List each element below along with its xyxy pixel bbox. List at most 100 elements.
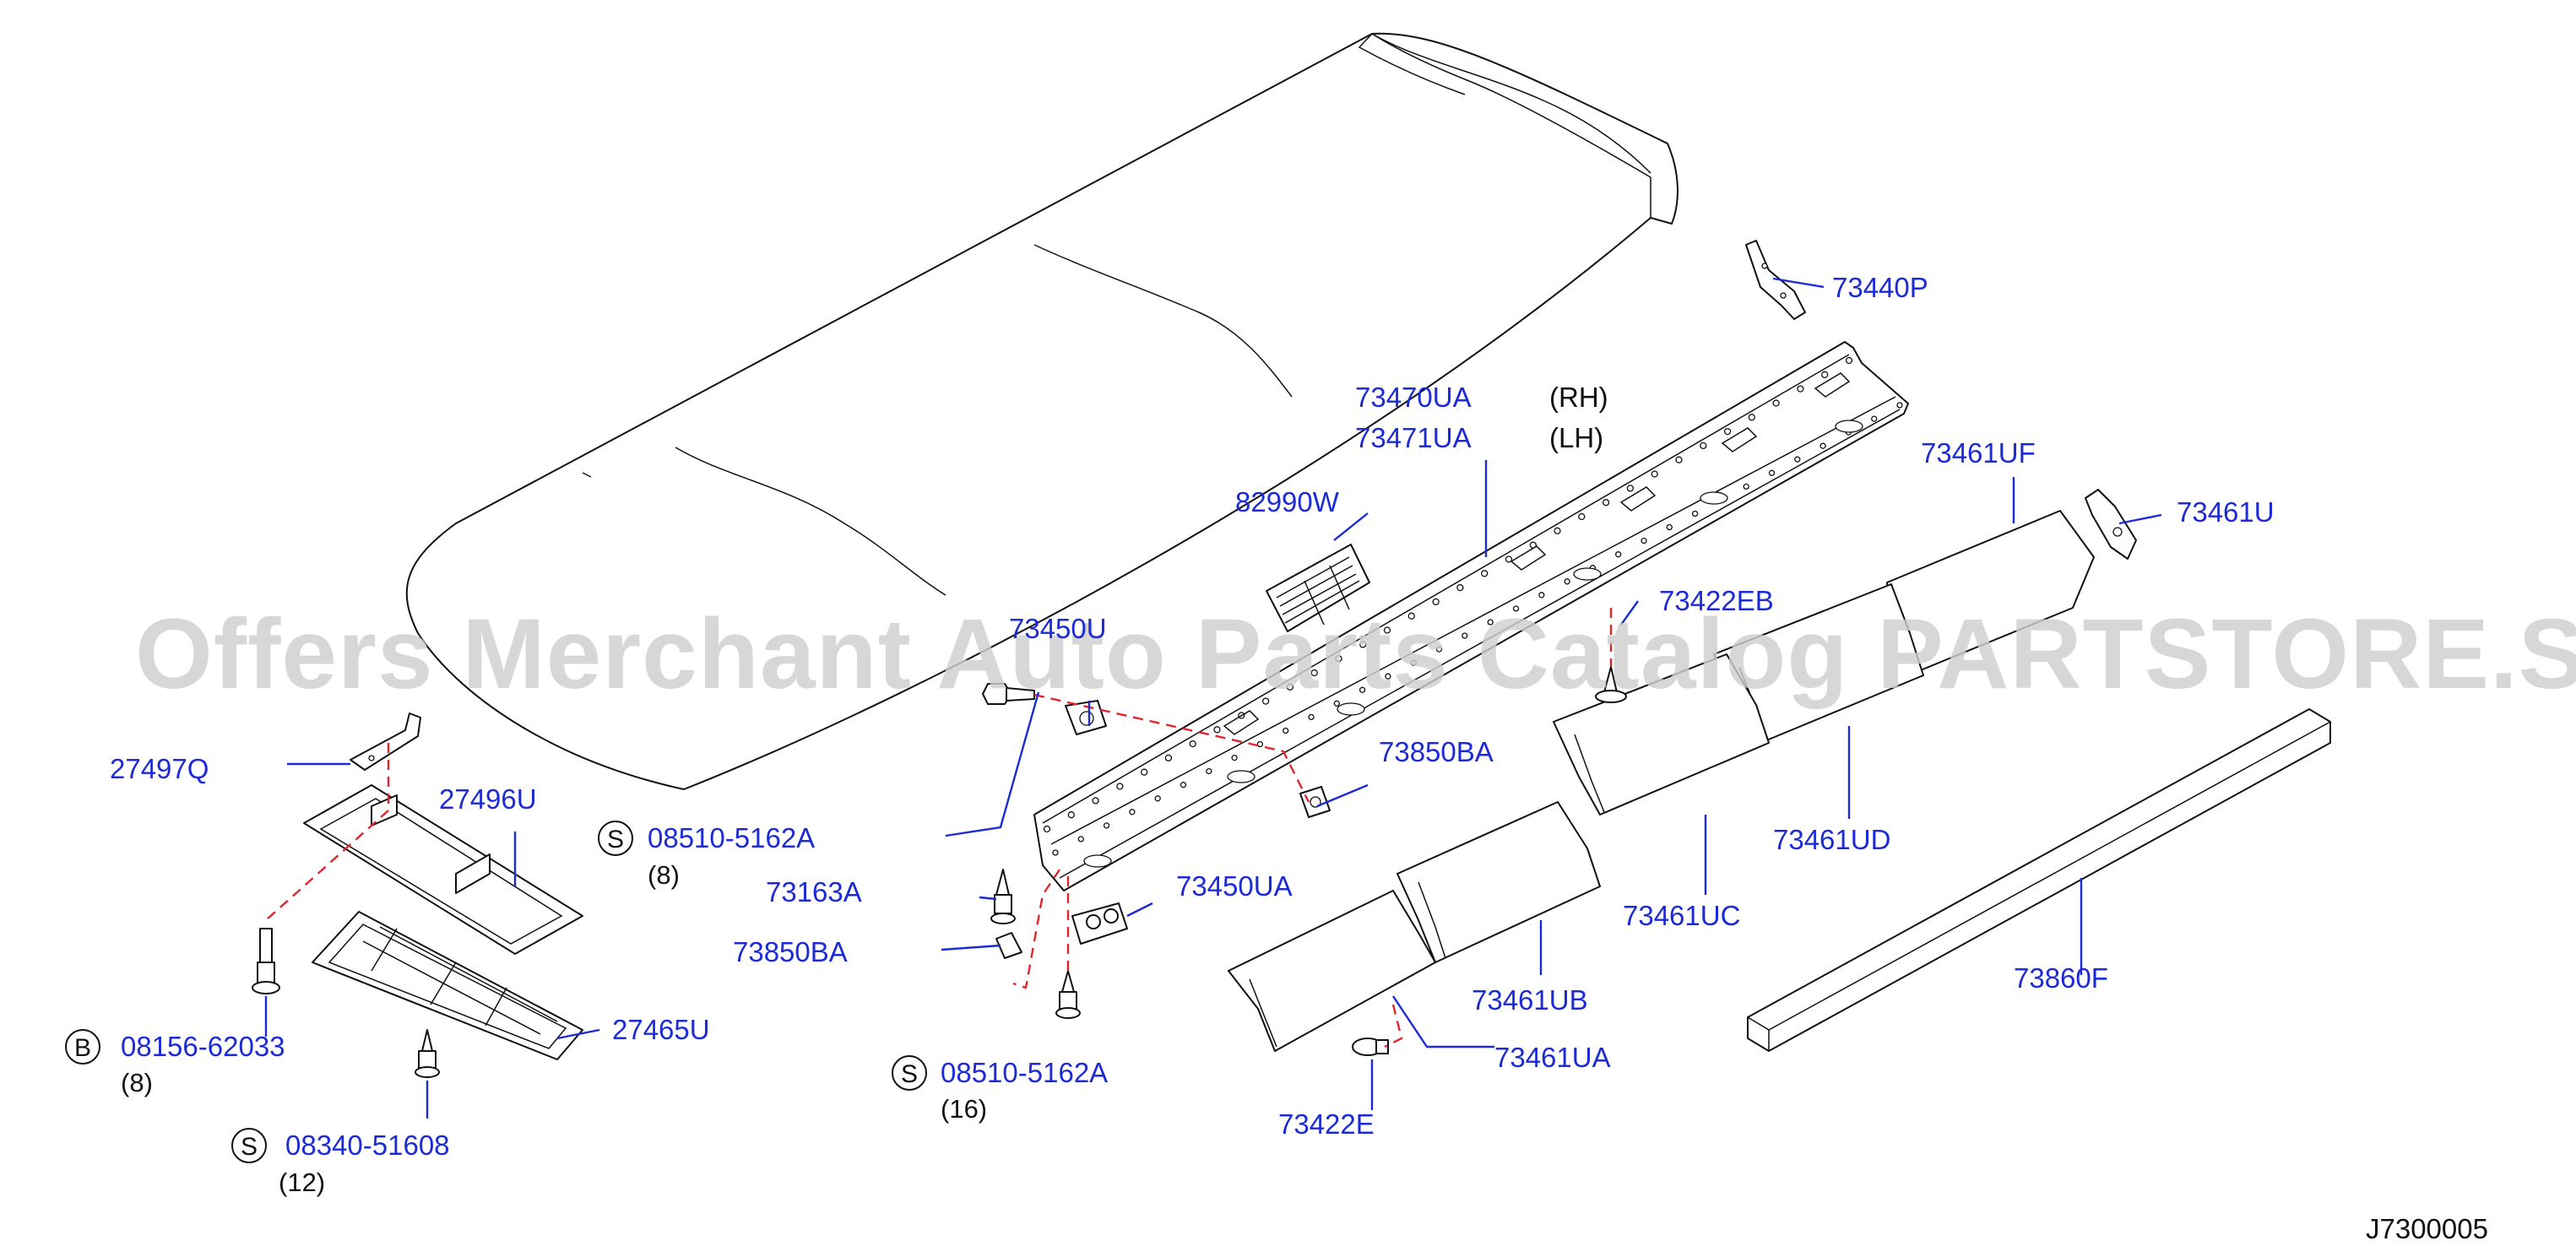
rail-rivet-hole: [1213, 726, 1221, 734]
bracket-27497Q: [350, 712, 421, 771]
rail-rivet-hole: [1794, 456, 1801, 463]
rail-rivet-hole: [1256, 740, 1264, 748]
rail-rivet-hole: [1154, 795, 1161, 802]
label-08510-5162A-lower[interactable]: 08510-5162A: [941, 1057, 1108, 1088]
label-73470UA[interactable]: 73470UA: [1355, 382, 1472, 413]
rail-rivet-hole: [1383, 626, 1391, 634]
screw-08510-lower: [1055, 970, 1081, 1019]
rail-rivet-hole: [1310, 669, 1318, 677]
rail-rivet-hole: [1180, 782, 1187, 788]
rail-rivet-hole: [1206, 767, 1212, 775]
label-73422E[interactable]: 73422E: [1278, 1108, 1375, 1140]
label-27465U[interactable]: 27465U: [612, 1014, 710, 1045]
fastener-s2: S 08510-5162A (16): [892, 1055, 1108, 1124]
nut-73850BA-lower: [995, 932, 1022, 959]
bracket-73461U: [2085, 489, 2137, 560]
rail-rivet-hole: [1283, 727, 1289, 734]
label-73471UA[interactable]: 73471UA: [1355, 422, 1472, 453]
rail-rivet-hole: [1335, 655, 1342, 663]
qty-08156: (8): [121, 1068, 153, 1097]
rail-rivet-hole: [1512, 605, 1520, 612]
rail-rivet-hole: [1481, 570, 1489, 577]
label-73860F[interactable]: 73860F: [2014, 962, 2108, 994]
rail-rivet-hole: [1487, 619, 1494, 626]
rail-rivet-hole: [1651, 470, 1658, 478]
rail-rivet-hole: [1748, 414, 1755, 421]
label-08510-5162A-upper[interactable]: 08510-5162A: [648, 822, 815, 853]
rail-rivet-hole: [1308, 713, 1315, 721]
label-08340-51608[interactable]: 08340-51608: [285, 1130, 450, 1161]
symbol-circle: [65, 1029, 100, 1065]
rail-rivet-hole: [1407, 612, 1415, 620]
rail-rivet-hole: [1691, 510, 1699, 517]
rail-rivet-hole: [1871, 415, 1878, 422]
rail-rivet-hole: [1189, 740, 1196, 748]
label-73440P[interactable]: 73440P: [1832, 272, 1928, 303]
symbol-circle: [598, 821, 633, 856]
label-82990W[interactable]: 82990W: [1235, 486, 1340, 517]
grommet-73422E: [1352, 1038, 1389, 1056]
clip-73450UA: [1071, 902, 1128, 945]
rail-rivet-hole: [1410, 659, 1417, 666]
rail-rivet-hole: [1554, 527, 1561, 534]
label-73461UF[interactable]: 73461UF: [1921, 437, 2036, 469]
rail-rivet-hole: [1385, 673, 1391, 680]
rail-rivet-hole: [1129, 809, 1136, 815]
label-08156-62033[interactable]: 08156-62033: [121, 1031, 285, 1062]
rail-rivet-hole: [1052, 849, 1059, 856]
label-73461UD[interactable]: 73461UD: [1773, 824, 1890, 855]
symbol-letter: S: [607, 826, 624, 853]
fastener-s1: S 08510-5162A (8): [598, 821, 815, 890]
finisher-73461UC: [1553, 653, 1770, 815]
label-lh: (LH): [1549, 422, 1603, 453]
rail-rivet-hole: [1456, 583, 1464, 592]
rail-rivet-hole: [1845, 356, 1853, 365]
rail-rivet-hole: [1092, 797, 1099, 805]
rail-rivet-hole: [1896, 402, 1903, 409]
clip-73450U: [982, 683, 1107, 735]
diagram-code: J7300005: [2366, 1213, 2488, 1244]
watermark-text: Offers Merchant Auto Parts Catalog PARTS…: [135, 599, 2576, 710]
label-73461UB[interactable]: 73461UB: [1472, 984, 1588, 1016]
leader-lines: [264, 277, 2162, 1119]
roof-side-rail: [1033, 341, 1909, 891]
grille-27465U: [312, 911, 583, 1060]
screw-73163A: [990, 869, 1016, 924]
screw-08340: [415, 1029, 440, 1078]
symbol-circle: [892, 1055, 927, 1091]
rail-rivet-hole: [1231, 754, 1238, 761]
qty-08340: (12): [279, 1168, 325, 1197]
rail-rivet-hole: [1505, 555, 1513, 563]
label-73163A[interactable]: 73163A: [766, 876, 862, 908]
label-73422EB[interactable]: 73422EB: [1659, 585, 1774, 616]
rail-rivet-hole: [1435, 646, 1443, 653]
rail-rivet-hole: [1615, 551, 1622, 558]
qty-08510-upper: (8): [648, 860, 680, 890]
roof-panel: [405, 32, 1678, 790]
rail-rivet-hole: [1432, 598, 1440, 606]
rail-rivet-hole: [1675, 456, 1683, 463]
label-73450UA[interactable]: 73450UA: [1176, 870, 1293, 902]
rail-rivet-hole: [1700, 442, 1707, 450]
rail-rivet-hole: [1797, 385, 1804, 393]
symbol-letter: S: [901, 1060, 918, 1088]
label-73450U[interactable]: 73450U: [1009, 613, 1107, 644]
label-27497Q[interactable]: 27497Q: [110, 753, 209, 784]
rail-rivet-hole: [1819, 442, 1826, 449]
qty-08510-lower: (16): [941, 1094, 987, 1124]
callout-labels: 73440P 73470UA (RH) 73471UA (LH) 73461UF…: [110, 272, 2275, 1140]
rail-rivet-hole: [1462, 632, 1468, 639]
label-73850BA-upper[interactable]: 73850BA: [1379, 736, 1494, 767]
nut-73850BA-upper: [1299, 786, 1331, 818]
housing-27496U: [303, 784, 583, 955]
label-27496U[interactable]: 27496U: [439, 783, 537, 815]
label-73461UA[interactable]: 73461UA: [1494, 1042, 1611, 1073]
label-73461UC[interactable]: 73461UC: [1623, 900, 1740, 931]
rail-rivet-hole: [1164, 754, 1173, 762]
label-73461U[interactable]: 73461U: [2177, 496, 2275, 528]
label-73850BA-lower[interactable]: 73850BA: [733, 936, 848, 967]
fastener-s3: S 08340-51608 (12): [231, 1128, 450, 1197]
label-rh: (RH): [1549, 382, 1608, 413]
dashed-guides: [265, 608, 1613, 1048]
